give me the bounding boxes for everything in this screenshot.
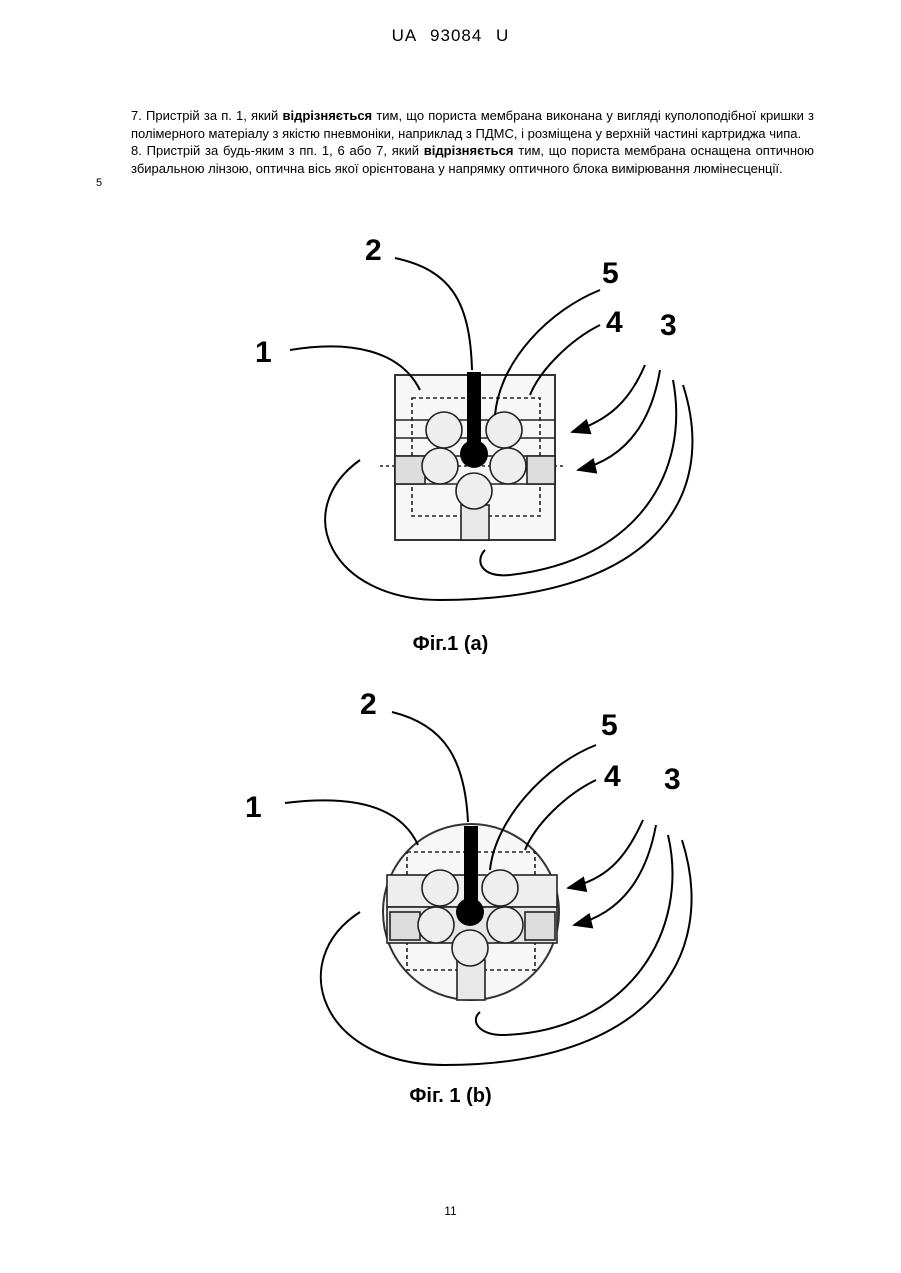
figure-1b-label-5: 5 [601,709,618,742]
figure-1a-label-1: 1 [255,336,272,369]
claims-text: 7. Пристрій за п. 1, який відрізняється … [131,107,814,177]
claim-8-keyword: відрізняється [424,143,514,158]
figure-1a-label-4: 4 [606,306,623,339]
figure-1a-label-3: 3 [660,309,677,342]
page-number: 11 [0,1204,901,1218]
figure-1b-center-dot [456,898,484,926]
figure-1b-label-4: 4 [604,760,621,793]
claim-8: 8. Пристрій за будь-яким з пп. 1, 6 або … [131,142,814,177]
figure-1b-caption: Фіг. 1 (b) [0,1085,901,1108]
figure-1b-label-2: 2 [360,688,377,721]
claim-7-keyword: відрізняється [282,108,372,123]
figure-1a-caption: Фіг.1 (a) [0,633,901,656]
figure-1a-center-dot [460,440,488,468]
figure-1a-drawing: 1 2 3 4 5 [0,225,901,625]
claim-7-start: 7. Пристрій за п. 1, який [131,108,282,123]
figure-1a-label-5: 5 [602,257,619,290]
figure-1b-label-3: 3 [664,763,681,796]
claim-7: 7. Пристрій за п. 1, який відрізняється … [131,107,814,142]
figure-1b-drawing: 1 2 3 4 5 [0,680,901,1100]
figure-1b-label-1: 1 [245,791,262,824]
claim-8-start: 8. Пристрій за будь-яким з пп. 1, 6 або … [131,143,424,158]
document-header: UA 93084 U [0,26,901,46]
figure-1a-label-2: 2 [365,234,382,267]
line-number: 5 [96,177,102,189]
